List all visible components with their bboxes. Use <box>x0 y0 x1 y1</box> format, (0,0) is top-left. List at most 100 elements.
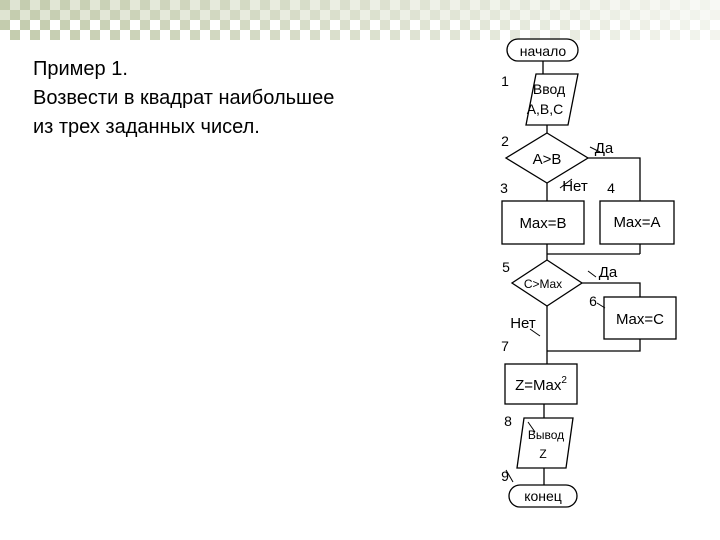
checker-square <box>220 10 230 20</box>
step-number-4: 4 <box>607 180 615 196</box>
checker-square <box>360 0 370 10</box>
checker-square <box>340 10 350 20</box>
checker-square <box>170 0 180 10</box>
checker-square <box>690 10 700 20</box>
checker-square <box>440 20 450 30</box>
checker-square <box>640 20 650 30</box>
checker-square <box>120 10 130 20</box>
checker-square <box>60 10 70 20</box>
checker-square <box>270 0 280 10</box>
checker-square <box>290 30 300 40</box>
checker-square <box>190 30 200 40</box>
checker-square <box>690 30 700 40</box>
condition-1-label: A>B <box>533 151 562 168</box>
checker-square <box>210 30 220 40</box>
checker-square <box>710 30 720 40</box>
checker-square <box>160 10 170 20</box>
checker-square <box>80 10 90 20</box>
step-number-8: 8 <box>504 413 512 429</box>
checker-square <box>250 10 260 20</box>
checker-square <box>270 30 280 40</box>
checker-square <box>40 20 50 30</box>
checker-square <box>480 0 490 10</box>
checker-square <box>20 0 30 10</box>
checker-square <box>660 10 670 20</box>
checker-square <box>710 0 720 10</box>
yes-label-1: Да <box>595 140 614 157</box>
checker-square <box>240 0 250 10</box>
checker-square <box>410 10 420 20</box>
output-label-2: Z <box>539 447 546 461</box>
checker-square <box>50 30 60 40</box>
checker-square <box>310 0 320 10</box>
checker-square <box>170 10 180 20</box>
checker-square <box>200 10 210 20</box>
checker-square <box>450 30 460 40</box>
checker-square <box>90 0 100 10</box>
checker-square <box>630 0 640 10</box>
checker-square <box>490 30 500 40</box>
checker-square <box>590 30 600 40</box>
compute-label: Z=Max2 <box>515 375 567 394</box>
checker-square <box>510 0 520 10</box>
no-label-2: Нет <box>510 315 536 332</box>
checker-square <box>0 0 10 10</box>
step-number-5: 5 <box>502 259 510 275</box>
checker-square <box>480 20 490 30</box>
checker-square <box>180 10 190 20</box>
checker-square <box>220 20 230 30</box>
checker-square <box>430 30 440 40</box>
checker-square <box>380 10 390 20</box>
assign-max-c-label: Max=C <box>616 311 664 328</box>
checker-square <box>530 30 540 40</box>
checker-square <box>680 10 690 20</box>
checker-square <box>120 0 130 10</box>
checker-square <box>370 10 380 20</box>
checker-square <box>140 0 150 10</box>
checker-square <box>280 10 290 20</box>
checker-square <box>460 10 470 20</box>
checker-square <box>460 20 470 30</box>
checker-square <box>500 20 510 30</box>
checker-square <box>420 0 430 10</box>
checker-square <box>180 20 190 30</box>
checker-square <box>330 0 340 10</box>
checker-square <box>430 0 440 10</box>
checker-square <box>470 0 480 10</box>
checker-square <box>540 10 550 20</box>
checker-square <box>610 10 620 20</box>
checker-square <box>570 10 580 20</box>
checker-square <box>560 0 570 10</box>
checker-square <box>640 0 650 10</box>
checker-square <box>580 20 590 30</box>
checker-square <box>260 20 270 30</box>
compute-exponent: 2 <box>561 375 567 386</box>
checker-square <box>230 10 240 20</box>
checker-square <box>500 0 510 10</box>
checker-square <box>100 0 110 10</box>
checker-square <box>160 0 170 10</box>
end-terminator <box>508 484 578 508</box>
checker-square <box>620 0 630 10</box>
checker-square <box>670 30 680 40</box>
checker-square <box>290 0 300 10</box>
checker-square <box>660 0 670 10</box>
checker-square <box>30 0 40 10</box>
checker-square <box>100 10 110 20</box>
checker-square <box>570 0 580 10</box>
checker-square <box>530 0 540 10</box>
checker-square <box>370 30 380 40</box>
no-label-1: Нет <box>562 178 588 195</box>
checker-square <box>420 20 430 30</box>
compute-base: Z=Max <box>515 377 562 394</box>
checker-square <box>330 30 340 40</box>
checker-square <box>240 10 250 20</box>
checker-square <box>30 10 40 20</box>
checker-square <box>270 10 280 20</box>
assign-max-b-block <box>501 200 585 245</box>
checker-square <box>350 10 360 20</box>
checker-square <box>150 30 160 40</box>
checker-square <box>490 10 500 20</box>
checker-square <box>50 0 60 10</box>
checker-square <box>410 30 420 40</box>
